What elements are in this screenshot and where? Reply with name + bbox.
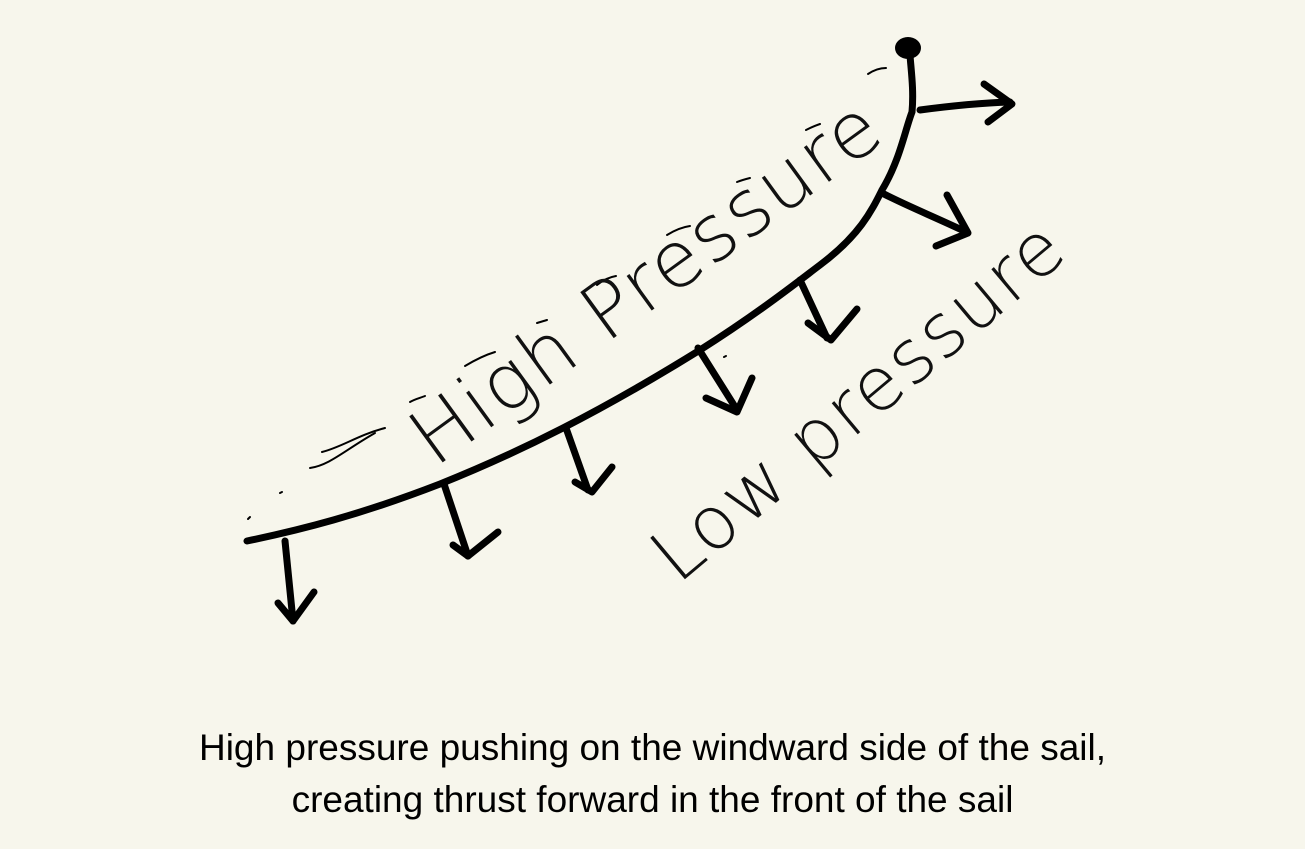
pressure-arrow bbox=[274, 537, 318, 625]
pressure-arrow bbox=[878, 189, 972, 250]
mast-head bbox=[895, 37, 921, 59]
sail-curve bbox=[243, 51, 917, 545]
pressure-arrow bbox=[916, 80, 1016, 126]
airflow-marks bbox=[247, 67, 887, 520]
caption-line-2: creating thrust forward in the front of … bbox=[291, 779, 1014, 820]
diagram-caption: High pressure pushing on the windward si… bbox=[0, 722, 1305, 826]
pressure-arrow bbox=[694, 344, 756, 416]
pressure-arrow bbox=[796, 276, 861, 344]
caption-line-1: High pressure pushing on the windward si… bbox=[198, 727, 1107, 768]
pressure-arrow bbox=[562, 424, 616, 496]
pressure-arrow bbox=[440, 480, 502, 560]
